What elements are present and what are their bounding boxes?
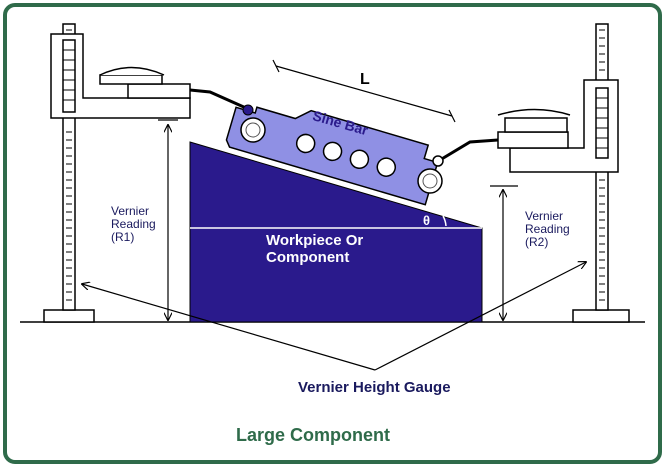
left-gauge-slider-window [62,39,76,113]
left-reading-label-line3: (R1) [111,230,134,244]
right-gauge-slider-window [595,87,609,159]
diagram-title: Large Component [236,425,390,445]
left-roller [240,117,266,143]
right-gauge-scale-ticks [599,29,605,301]
right-indicator-body [504,117,568,133]
left-reading-label-line2: Reading [111,217,156,231]
right-gauge-slider [509,79,619,173]
caption-pointer-right [374,262,586,371]
sine-bar-hole [295,133,316,154]
right-reading-label-line2: Reading [525,222,570,236]
left-gauge-base [43,309,95,323]
sine-bar-hole [322,141,343,162]
gauge-caption: Vernier Height Gauge [298,379,451,396]
sine-bar-hole [349,149,370,170]
left-height-gauge [43,23,247,323]
sine-bar-group [225,106,439,206]
left-contact-point [242,104,254,116]
right-gauge-base [572,309,630,323]
right-reading-label-line3: (R2) [525,235,548,249]
length-label: L [360,71,370,88]
left-reading-label-line1: Vernier [111,204,149,218]
right-indicator-stylus [439,138,499,162]
left-indicator-clamp [127,83,191,99]
left-indicator-stylus [189,88,247,110]
right-height-gauge [439,23,630,323]
right-indicator-clamp [497,131,569,149]
right-contact-point [432,155,444,167]
theta-label: θ [423,213,430,228]
right-indicator-dial [497,108,571,116]
sine-bar-hole [376,157,397,177]
workpiece-label-line1: Workpiece Or [266,232,363,249]
left-indicator-body [99,74,163,85]
workpiece-label-line2: Component [266,249,349,266]
workpiece [189,141,483,323]
theta-arc [442,215,447,227]
left-indicator-dial [99,66,165,76]
caption-pointer-left [82,284,376,371]
right-reading-label-line1: Vernier [525,209,563,223]
length-dimension-line [275,65,453,117]
right-roller [417,168,443,194]
